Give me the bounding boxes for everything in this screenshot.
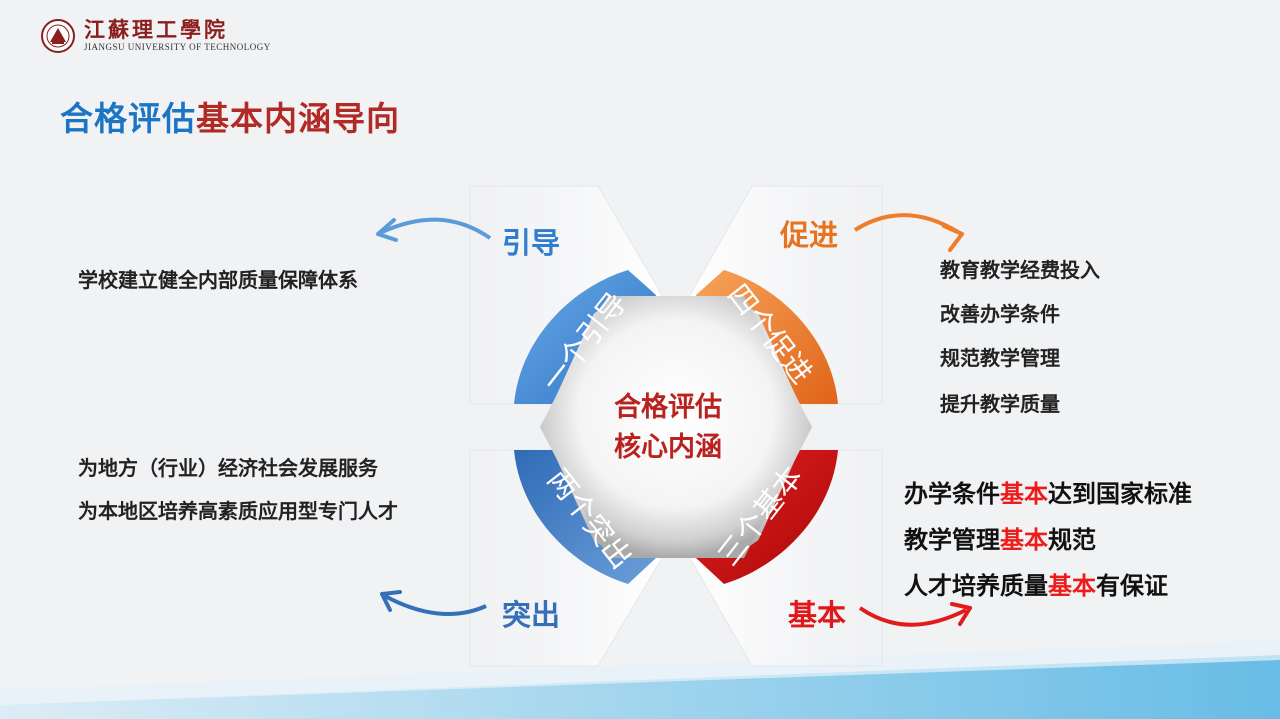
arrow-basic-head: [950, 602, 972, 626]
highlight-item: 为本地区培养高素质应用型专门人才: [78, 499, 398, 523]
center-label: 合格评估 核心内涵: [578, 388, 758, 468]
logo-english-name: JIANGSU UNIVERSITY OF TECHNOLOGY: [84, 42, 271, 52]
basic-item-post: 有保证: [1096, 572, 1168, 600]
basic-item-highlight: 基本: [1000, 480, 1048, 508]
label-promote: 促进: [780, 218, 839, 252]
center-line-1: 合格评估: [614, 392, 722, 423]
arrow-guide-head: [376, 218, 398, 242]
highlight-item: 为地方（行业）经济社会发展服务: [78, 456, 378, 480]
basic-item-post: 达到国家标准: [1048, 480, 1192, 508]
floor-stripe-light: [0, 640, 1280, 705]
basic-item-pre: 教学管理: [904, 526, 1000, 554]
arrow-promote-head: [942, 224, 964, 252]
promote-item: 改善办学条件: [940, 302, 1060, 326]
label-basic: 基本: [788, 598, 847, 632]
promote-item: 规范教学管理: [940, 346, 1060, 370]
basic-item-highlight: 基本: [1048, 572, 1096, 600]
university-logo: 江蘇理工學院 JIANGSU UNIVERSITY OF TECHNOLOGY: [40, 14, 280, 58]
center-line-2: 核心内涵: [614, 432, 722, 463]
basic-item-pre: 办学条件: [904, 480, 1000, 508]
arrow-highlight: [384, 594, 487, 616]
promote-item: 教育教学经费投入: [940, 258, 1100, 282]
basic-item-post: 规范: [1048, 526, 1096, 554]
promote-item: 提升教学质量: [940, 392, 1060, 416]
logo-chinese-name: 江蘇理工學院: [84, 17, 228, 42]
basic-item-pre: 人才培养质量: [904, 572, 1048, 600]
basic-item: 教学管理基本规范: [904, 520, 1096, 555]
basic-item: 人才培养质量基本有保证: [904, 566, 1168, 601]
university-seal-icon: [41, 19, 75, 53]
basic-item: 办学条件基本达到国家标准: [904, 474, 1192, 509]
title-part-2: 基本内涵导向: [196, 99, 400, 138]
arrow-highlight-head: [380, 590, 402, 612]
label-guide: 引导: [502, 226, 561, 260]
label-highlight: 突出: [502, 598, 561, 632]
arrow-basic: [858, 606, 967, 627]
guide-item: 学校建立健全内部质量保障体系: [78, 268, 358, 292]
basic-item-highlight: 基本: [1000, 526, 1048, 554]
page-title: 合格评估基本内涵导向: [60, 92, 400, 140]
arrow-guide: [381, 217, 492, 240]
center-hex-outline: [540, 296, 812, 558]
title-part-1: 合格评估: [60, 99, 196, 138]
